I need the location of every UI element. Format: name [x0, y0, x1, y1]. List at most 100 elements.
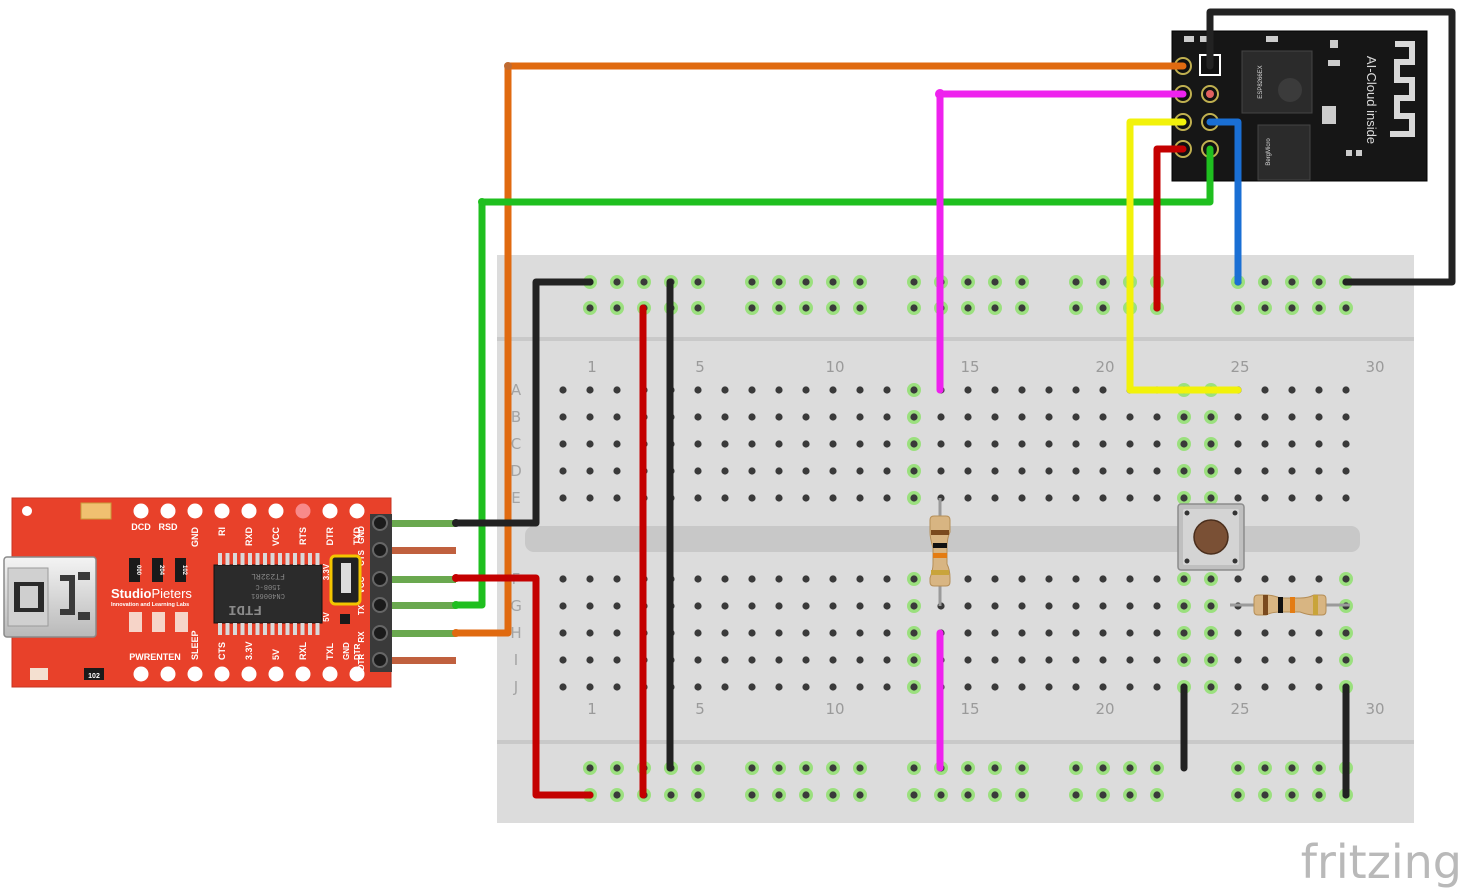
pad-label-ri: RI [217, 527, 227, 536]
bb-hole-bottom-1-4 [559, 683, 567, 691]
chip-pin-top-6 [263, 553, 267, 565]
bb-hole-top-10-3 [802, 467, 810, 475]
resistor-horizontal [1230, 594, 1350, 616]
col-number-15-top: 15 [960, 358, 979, 376]
bb-hole-top-27-3 [1261, 467, 1269, 475]
bb-hole-top-9-3 [775, 467, 783, 475]
bb-hole-top-21-0 [1099, 386, 1107, 394]
bb-rail-hole-2-2-1 [961, 301, 975, 315]
mounting-hole-tl [22, 506, 32, 516]
bb-rail-hole-2-3-3 [988, 788, 1002, 802]
bb-hole-top-17-2 [991, 440, 999, 448]
col-number-10-bottom: 10 [825, 700, 844, 718]
bb-hole-top-28-4 [1288, 494, 1296, 502]
bb-hole-bottom-6-0 [694, 575, 702, 583]
bb-rail-hole-2-4-2 [1015, 761, 1029, 775]
bb-hole-bottom-25-4 [1204, 680, 1218, 694]
bb-hole-bottom-10-1 [802, 602, 810, 610]
bb-hole-top-27-4 [1261, 494, 1269, 502]
bb-hole-bottom-6-2 [694, 629, 702, 637]
chip-pin-bottom-1 [225, 623, 230, 635]
wires [452, 8, 1456, 799]
bb-hole-top-15-3 [937, 467, 945, 475]
chip-pin-bottom-4 [248, 623, 252, 635]
pad-label-3v3: 3.3V [244, 641, 254, 660]
bb-hole-top-13-4 [883, 494, 891, 502]
bb-hole-top-25-4 [1204, 491, 1218, 505]
bb-hole-bottom-19-0 [1045, 575, 1053, 583]
bb-hole-bottom-23-3 [1153, 656, 1161, 664]
bb-hole-top-22-4 [1126, 494, 1134, 502]
jumper-label-3v3: 3.3V [322, 563, 331, 580]
bb-hole-bottom-9-4 [775, 683, 783, 691]
bb-rail-hole-3-0-0 [1069, 275, 1083, 289]
col-number-1-bottom: 1 [587, 700, 597, 718]
bb-hole-bottom-8-2 [748, 629, 756, 637]
esp-chip-label: ESP8266EX [1258, 65, 1264, 98]
bb-hole-top-13-2 [883, 440, 891, 448]
bb-rail-hole-4-1-3 [1258, 788, 1272, 802]
wire-endpoints [452, 62, 945, 637]
chip-pin-bottom-10 [293, 623, 297, 635]
bb-hole-top-17-1 [991, 413, 999, 421]
bb-hole-bottom-27-4 [1261, 683, 1269, 691]
bb-hole-bottom-25-2 [1204, 626, 1218, 640]
chip-label-line3: CN400661 [251, 591, 285, 599]
col-number-25-bottom: 25 [1230, 700, 1249, 718]
bb-hole-bottom-17-4 [991, 683, 999, 691]
espressif-logo [1278, 78, 1302, 102]
bb-rail-hole-3-2-2 [1123, 761, 1137, 775]
bb-hole-bottom-13-2 [883, 629, 891, 637]
bb-hole-top-7-4 [721, 494, 729, 502]
fritzing-watermark: fritzing [1301, 835, 1462, 889]
bb-rail-hole-1-3-1 [826, 301, 840, 315]
bb-hole-bottom-14-1 [907, 599, 921, 613]
bb-rail-hole-2-4-0 [1015, 275, 1029, 289]
bb-hole-bottom-11-3 [829, 656, 837, 664]
bb-hole-bottom-20-2 [1072, 629, 1080, 637]
bb-hole-top-18-1 [1018, 413, 1026, 421]
bb-hole-bottom-11-1 [829, 602, 837, 610]
bb-rail-hole-4-3-1 [1312, 301, 1326, 315]
ftdi-smd-resistors: 000 204 102 [129, 558, 188, 632]
bb-hole-top-2-2 [586, 440, 594, 448]
bb-hole-bottom-20-4 [1072, 683, 1080, 691]
col-number-25-top: 25 [1230, 358, 1249, 376]
bb-rail-hole-1-1-2 [772, 761, 786, 775]
bb-hole-bottom-26-4 [1234, 683, 1242, 691]
bb-rail-hole-4-4-1 [1339, 301, 1353, 315]
pad-label-gnd-bottom: GND [342, 642, 351, 660]
bb-hole-top-9-1 [775, 413, 783, 421]
bb-hole-bottom-8-3 [748, 656, 756, 664]
bb-hole-top-3-4 [613, 494, 621, 502]
bb-hole-top-24-2 [1177, 437, 1191, 451]
pad-label-rsd: RSD [158, 522, 178, 532]
bb-hole-top-13-1 [883, 413, 891, 421]
resistor-code-204: 204 [158, 565, 164, 576]
bb-hole-top-28-2 [1288, 440, 1296, 448]
bb-hole-bottom-21-4 [1099, 683, 1107, 691]
col-number-1-top: 1 [587, 358, 597, 376]
bb-hole-bottom-23-0 [1153, 575, 1161, 583]
bb-hole-top-29-0 [1315, 386, 1323, 394]
chip-pin-top-1 [225, 553, 230, 565]
bb-hole-bottom-26-3 [1234, 656, 1242, 664]
bb-rail-hole-4-3-0 [1312, 275, 1326, 289]
ftdi-bottom-labels: PWRENTEN SLEEP CTS 3.3V 5V RXL TXL GND D… [129, 630, 362, 662]
breadboard: 1 5 10 15 20 25 30 1 5 10 15 20 25 30 A … [497, 255, 1414, 823]
bb-hole-bottom-1-0 [559, 575, 567, 583]
bb-rail-hole-2-4-3 [1015, 788, 1029, 802]
bb-hole-bottom-9-0 [775, 575, 783, 583]
bb-hole-top-8-3 [748, 467, 756, 475]
bb-hole-bottom-7-2 [721, 629, 729, 637]
ftdi-usb-serial-board: 102 DCD RSD GND RI RXD VCC RTS DTR TXD G [3, 497, 456, 688]
chip-pin-top-7 [270, 553, 275, 565]
row-letter-c: C [511, 435, 521, 453]
bb-rail-hole-1-4-2 [853, 761, 867, 775]
bb-hole-bottom-8-4 [748, 683, 756, 691]
bb-hole-top-19-4 [1045, 494, 1053, 502]
bb-hole-bottom-13-3 [883, 656, 891, 664]
bb-hole-bottom-22-2 [1126, 629, 1134, 637]
bb-rail-hole-2-3-2 [988, 761, 1002, 775]
bb-hole-bottom-9-3 [775, 656, 783, 664]
